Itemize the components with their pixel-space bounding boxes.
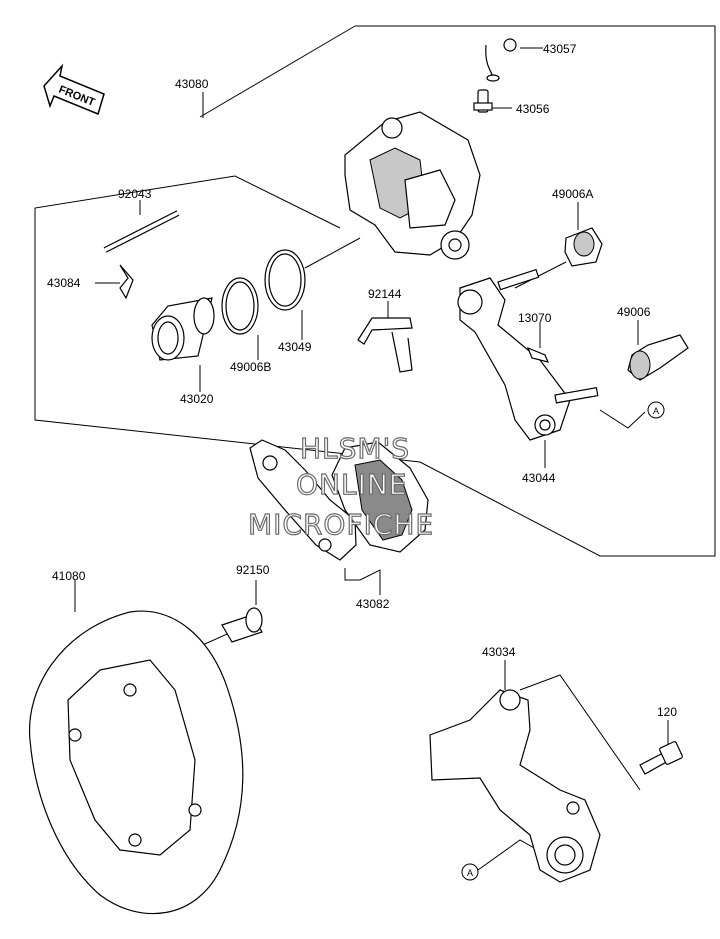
brake-pads-43082	[249, 439, 429, 561]
brake-hose-fitting-43057	[485, 38, 517, 82]
label-43020: 43020	[180, 392, 214, 406]
reference-marker-a-bottom: A	[461, 863, 479, 881]
bracket-43034	[429, 689, 601, 883]
bolt-120	[639, 741, 683, 775]
pad-spring-92144	[357, 317, 413, 373]
label-43084: 43084	[47, 276, 81, 290]
caliper-outline-edge	[199, 25, 356, 118]
part-labels: 43057 43056 43080 92043 43084 49006A 921…	[47, 42, 677, 719]
caliper-body-43080	[344, 111, 481, 260]
caliper-assembly-outline	[34, 25, 716, 557]
bleeder-valve-43056	[473, 89, 493, 113]
boot-axis-line	[514, 261, 567, 289]
label-49006: 49006	[617, 305, 651, 319]
brake-disc-41080	[28, 610, 244, 915]
pin-92043	[103, 210, 180, 253]
shim-13070	[526, 346, 550, 363]
watermark: HLSM'S ONLINE MICROFICHE	[247, 431, 434, 541]
label-43044: 43044	[522, 471, 556, 485]
seal-43049	[264, 249, 306, 311]
seal-axis-line	[304, 237, 361, 269]
bolt-92150	[221, 607, 263, 643]
label-43080: 43080	[175, 77, 209, 91]
piston-43020	[151, 297, 215, 361]
svg-text:A: A	[653, 406, 659, 416]
label-43082: 43082	[356, 597, 390, 611]
boot-49006a	[564, 227, 603, 267]
label-120: 120	[657, 705, 677, 719]
label-92150: 92150	[236, 563, 270, 577]
label-92144: 92144	[368, 287, 402, 301]
watermark-line-1: HLSM'S	[300, 432, 410, 465]
clip-43084	[119, 264, 134, 300]
reference-marker-a-top: A	[647, 401, 665, 419]
caliper-bracket-43044	[457, 268, 599, 441]
watermark-line-2: ONLINE	[296, 468, 407, 501]
seal-49006b	[221, 277, 259, 335]
svg-text:A: A	[467, 868, 473, 878]
watermark-line-3: MICROFICHE	[248, 508, 434, 541]
label-43049: 43049	[278, 340, 312, 354]
boot-49006	[627, 334, 689, 381]
label-49006a: 49006A	[552, 187, 593, 201]
label-49006b: 49006B	[230, 360, 271, 374]
label-43057: 43057	[543, 42, 577, 56]
label-13070: 13070	[518, 311, 552, 325]
label-43056: 43056	[516, 102, 550, 116]
label-43034: 43034	[482, 645, 516, 659]
label-41080: 41080	[52, 569, 86, 583]
label-92043: 92043	[118, 187, 152, 201]
front-arrow-icon: FRONT	[43, 63, 105, 116]
